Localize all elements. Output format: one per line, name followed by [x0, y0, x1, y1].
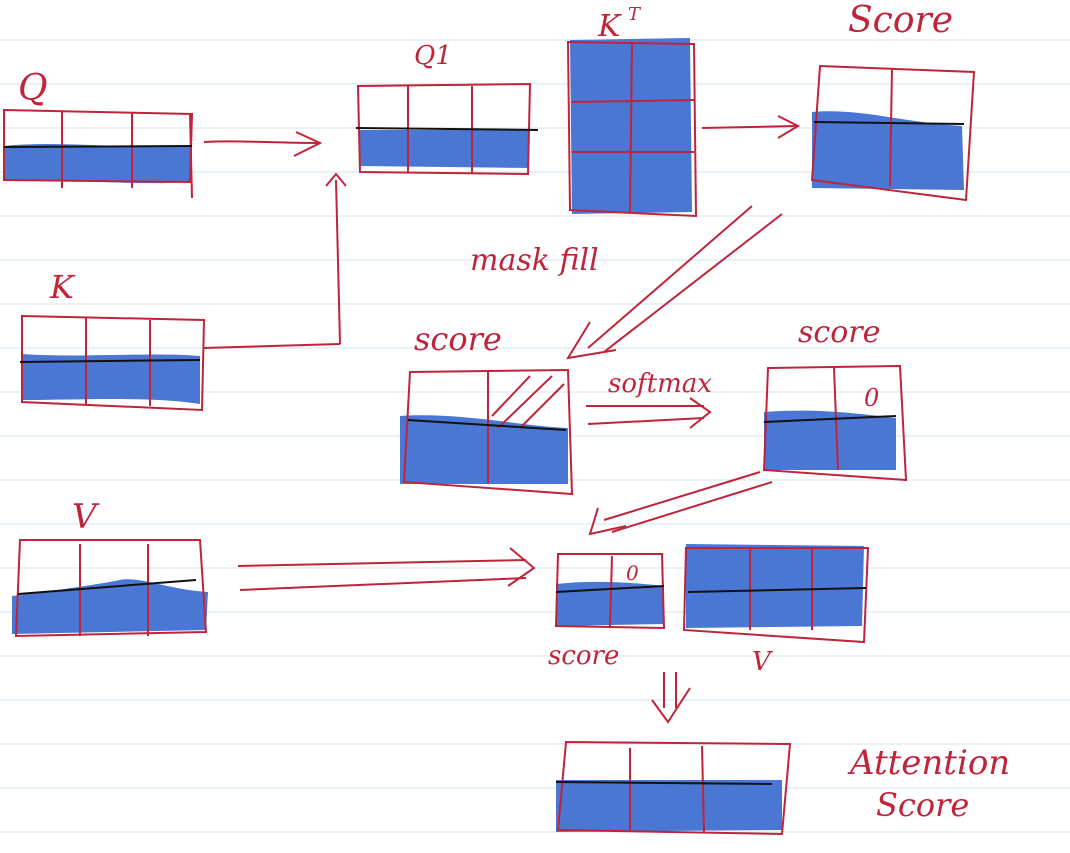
- zero-label-2: 0: [626, 561, 639, 585]
- kt-matrix: [566, 38, 698, 218]
- kt-label: K: [597, 9, 622, 44]
- score-masked-label: score: [414, 320, 502, 358]
- score-matrix-softmax: [762, 364, 908, 482]
- arrow-k-to-q1: [203, 172, 347, 349]
- k-matrix: [19, 314, 206, 412]
- v-small-matrix: [682, 544, 870, 644]
- attention-label-line1: Attention: [847, 743, 1010, 783]
- score-top-label: Score: [848, 0, 953, 41]
- mask-fill-label: mask fill: [470, 243, 599, 278]
- score-small-matrix: [554, 553, 666, 630]
- arrow-score-to-mask: [566, 205, 783, 360]
- q-matrix: [3, 108, 194, 199]
- q1-matrix: [355, 82, 539, 176]
- arrow-q-to-q1: [203, 131, 323, 157]
- arrow-softmax-to-score-small: [588, 471, 773, 536]
- arrow-to-attention: [651, 672, 691, 724]
- score-matrix-masked: [400, 368, 574, 496]
- v-label: V: [72, 497, 100, 537]
- k-label: K: [49, 268, 76, 306]
- score-small-label: score: [548, 641, 619, 671]
- v-small-label: V: [752, 647, 773, 677]
- softmax-label: softmax: [608, 369, 712, 399]
- v-matrix: [12, 539, 208, 638]
- softmax-arrow: [586, 397, 712, 429]
- q-label: Q: [18, 68, 48, 109]
- attention-score-matrix: [555, 740, 792, 836]
- score-matrix-top: [810, 64, 976, 202]
- q1-label: Q1: [414, 41, 452, 71]
- arrow-v-to-multiply: [237, 547, 536, 591]
- kt-superscript: T: [628, 4, 642, 25]
- zero-label-1: 0: [864, 384, 879, 412]
- score-softmax-label: score: [798, 315, 880, 350]
- attention-label-line2: Score: [876, 786, 969, 824]
- arrow-kt-to-score: [701, 115, 801, 139]
